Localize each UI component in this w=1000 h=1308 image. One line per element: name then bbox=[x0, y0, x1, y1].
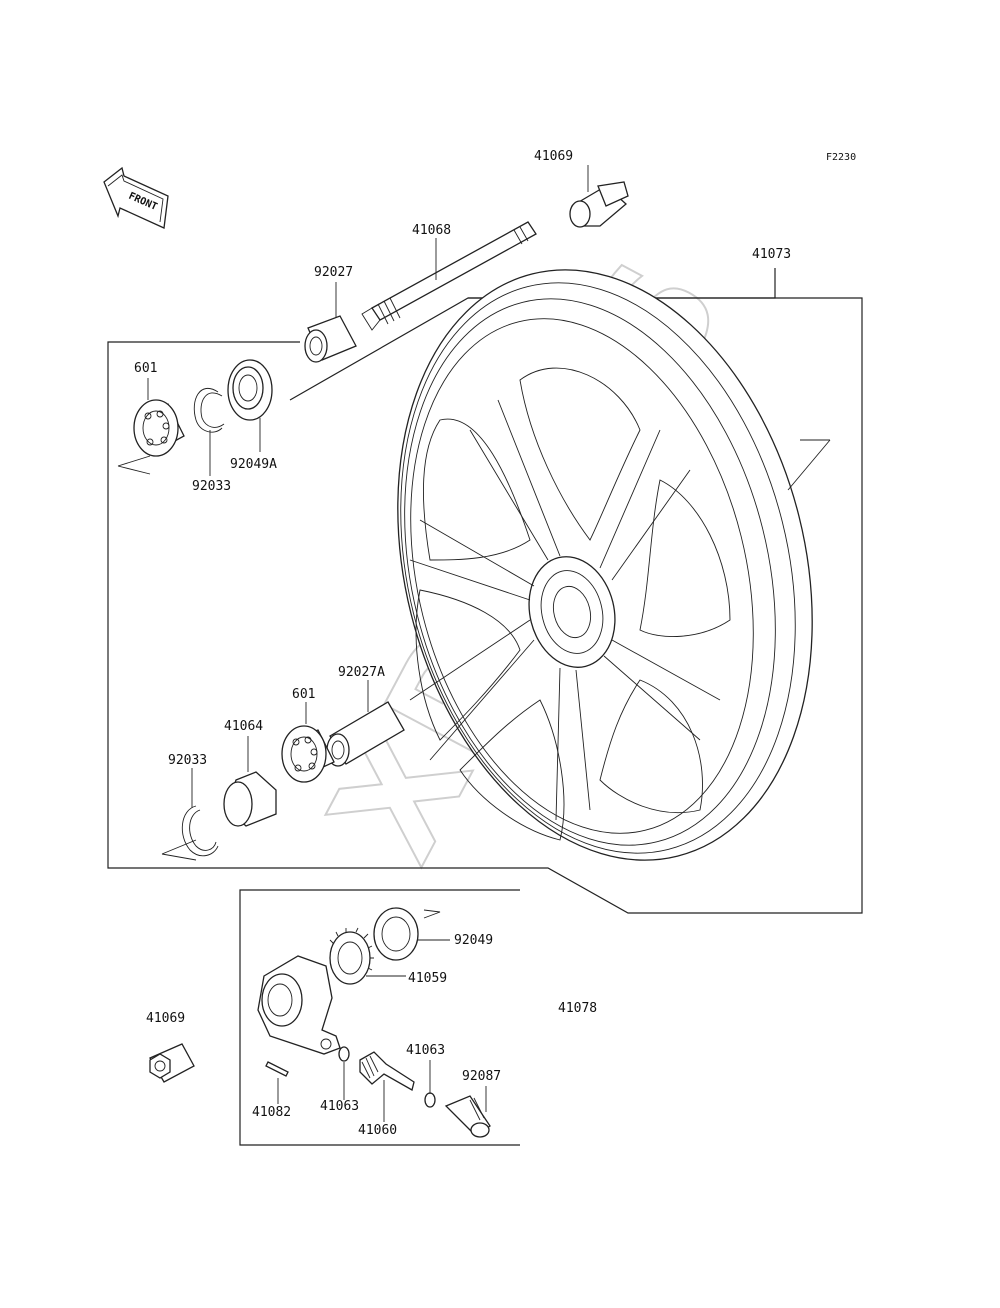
label-92033-top: 92033 bbox=[192, 479, 231, 494]
drive-bushing bbox=[444, 1086, 491, 1138]
flange-collar bbox=[223, 736, 277, 827]
circlip-bottom bbox=[161, 768, 219, 861]
spacer-collar-top bbox=[304, 282, 357, 363]
gearbox-housing bbox=[257, 955, 341, 1055]
label-601-bottom: 601 bbox=[292, 687, 315, 702]
label-92087: 92087 bbox=[462, 1069, 501, 1084]
pinion-shaft bbox=[359, 1051, 415, 1122]
retaining-pin bbox=[265, 1061, 289, 1104]
circlip-top bbox=[193, 387, 225, 476]
axle-shaft bbox=[361, 221, 537, 331]
label-92049a: 92049A bbox=[230, 457, 277, 472]
label-41063-left: 41063 bbox=[320, 1099, 359, 1114]
label-41069-top: 41069 bbox=[534, 149, 573, 164]
label-41069-bottom: 41069 bbox=[146, 1011, 185, 1026]
front-arrow-icon: FRONT bbox=[103, 166, 169, 229]
drive-gear bbox=[329, 927, 406, 985]
oil-seal-gearbox bbox=[373, 907, 450, 961]
label-92027: 92027 bbox=[314, 265, 353, 280]
label-41073: 41073 bbox=[752, 247, 791, 262]
label-41068: 41068 bbox=[412, 223, 451, 238]
label-41064: 41064 bbox=[224, 719, 263, 734]
bearing-top bbox=[117, 378, 185, 475]
label-92033-bottom: 92033 bbox=[168, 753, 207, 768]
bearing-bottom bbox=[281, 702, 335, 783]
washer-right bbox=[424, 1060, 436, 1108]
oil-seal-top bbox=[227, 359, 273, 452]
label-601-top: 601 bbox=[134, 361, 157, 376]
figure-code: F2230 bbox=[826, 152, 856, 163]
label-41078: 41078 bbox=[558, 1001, 597, 1016]
wheel-rim bbox=[397, 269, 831, 861]
label-41063-right: 41063 bbox=[406, 1043, 445, 1058]
label-41082: 41082 bbox=[252, 1105, 291, 1120]
label-92027a: 92027A bbox=[338, 665, 385, 680]
gear-assembly-bracket bbox=[239, 889, 520, 1146]
label-41059: 41059 bbox=[408, 971, 447, 986]
washer-left bbox=[338, 1046, 350, 1100]
label-41060: 41060 bbox=[358, 1123, 397, 1138]
label-92049: 92049 bbox=[454, 933, 493, 948]
axle-nut-top bbox=[569, 165, 629, 228]
axle-nut-bottom bbox=[149, 1043, 195, 1083]
